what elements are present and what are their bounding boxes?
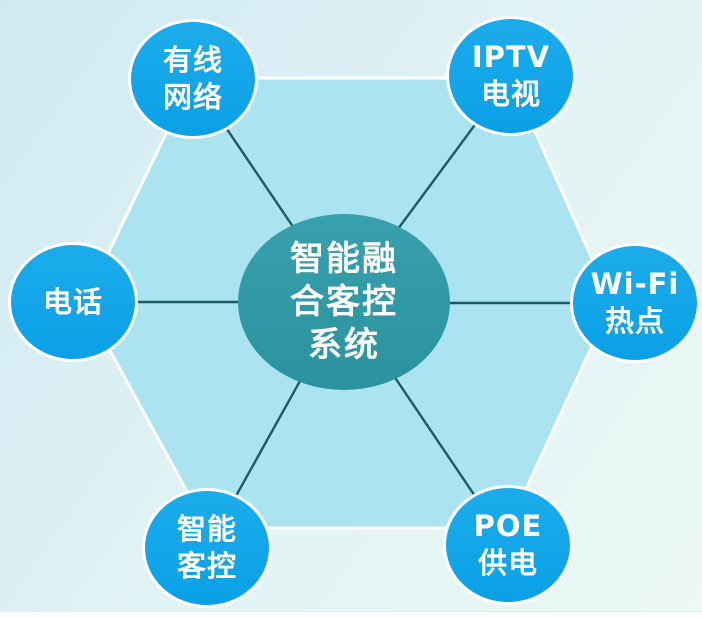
- node-poe-power: POE 供电: [443, 485, 573, 605]
- node-wired-network: 有线 网络: [128, 19, 258, 139]
- node-wired-network-label-line1: 有线: [162, 43, 223, 77]
- center-node-label-line3: 系统: [308, 324, 380, 365]
- node-iptv-tv-label-line1: IPTV: [471, 40, 551, 74]
- node-telephone-label-line1: 电话: [42, 284, 103, 319]
- node-smart-guest-control: 智能 客控: [142, 488, 272, 608]
- node-smart-guest-control-label-line2: 客控: [176, 549, 237, 583]
- center-node-label-line2: 合客控: [290, 281, 398, 322]
- node-poe-power-label-line2: 供电: [477, 546, 538, 580]
- node-wired-network-label-line2: 网络: [162, 80, 223, 114]
- node-iptv-tv: IPTV 电视: [446, 16, 576, 136]
- center-node-label-line1: 智能融: [290, 238, 398, 279]
- node-poe-power-label-line1: POE: [473, 509, 543, 543]
- node-telephone: 电话: [8, 242, 138, 362]
- node-wifi-hotspot-label-line2: 热点: [604, 304, 665, 338]
- node-iptv-tv-label-line2: 电视: [480, 77, 541, 111]
- bottom-edge-strip: [0, 611, 702, 618]
- node-wifi-hotspot: Wi-Fi 热点: [570, 243, 700, 363]
- node-smart-guest-control-label-line1: 智能: [176, 512, 237, 546]
- center-node-smart-integrated-guest-control-system: 智能融 合客控 系统: [238, 214, 450, 390]
- node-wifi-hotspot-label-line1: Wi-Fi: [590, 267, 680, 301]
